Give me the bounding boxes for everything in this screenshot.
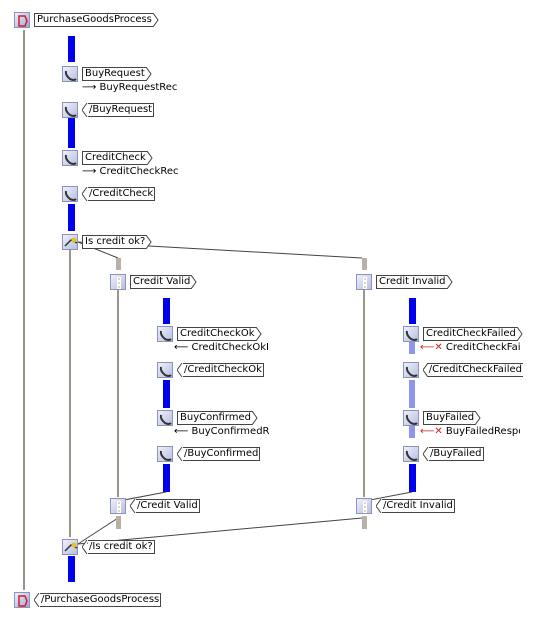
- valid-flow-bar-2: [163, 380, 170, 408]
- phone-icon: [403, 326, 419, 342]
- arrow-right-icon: ⟶: [82, 82, 100, 93]
- failed-arrow-icon: ⟵✕: [420, 426, 446, 437]
- credit-check-ok-message-text: CreditCheckOkI: [191, 342, 269, 353]
- buy-failed-close-label: /BuyFailed: [429, 447, 484, 461]
- decision-icon: [62, 539, 78, 555]
- arrow-left-icon: ⟵: [174, 426, 192, 437]
- branch-icon: [110, 498, 126, 514]
- credit-check-ok-close-label: /CreditCheckOk: [183, 363, 264, 377]
- invalid-return: [369, 491, 413, 501]
- valid-stub-top: [116, 258, 121, 270]
- buy-confirmed-label: BuyConfirmed: [177, 411, 253, 425]
- buy-request-message-text: BuyRequestRec: [99, 82, 178, 93]
- failed-arrow-icon: ⟵✕: [420, 342, 446, 353]
- process-icon: [14, 12, 30, 28]
- invalid-marker-1: [409, 340, 415, 354]
- credit-check-ok-label: CreditCheckOk: [177, 327, 256, 341]
- phone-icon: [403, 410, 419, 426]
- valid-return: [123, 491, 167, 501]
- credit-check-close-label: /CreditCheck: [88, 187, 156, 201]
- buy-failed-label: BuyFailed: [423, 411, 476, 425]
- credit-valid-close-label: /Credit Valid: [136, 499, 200, 513]
- phone-icon: [157, 410, 173, 426]
- buy-request-message: ⟶ BuyRequestRec: [82, 82, 180, 94]
- buy-failed-message: ⟵✕ BuyFailedRespo: [420, 426, 520, 438]
- phone-icon: [157, 326, 173, 342]
- credit-check-ok-message: ⟵ CreditCheckOkI: [174, 342, 274, 354]
- process-end-label: /PurchaseGoodsProcess: [40, 593, 162, 607]
- valid-stub-bottom: [116, 516, 121, 529]
- phone-icon: [403, 362, 419, 378]
- buy-request-close-label: /BuyRequest: [88, 103, 155, 117]
- branch-icon: [356, 498, 372, 514]
- buy-confirmed-close-label: /BuyConfirmed: [183, 447, 261, 461]
- invalid-marker-2: [409, 424, 415, 438]
- credit-invalid-label: Credit Invalid: [376, 275, 447, 289]
- credit-check-message: ⟶ CreditCheckRec: [82, 166, 180, 178]
- flow-bar-3: [68, 204, 75, 231]
- process-icon: [14, 592, 30, 608]
- credit-check-message-text: CreditCheckRec: [99, 166, 179, 177]
- phone-icon: [157, 362, 173, 378]
- invalid-flow-bar-2: [409, 380, 415, 408]
- arrow-left-icon: ⟵: [174, 342, 192, 353]
- phone-icon: [62, 186, 78, 202]
- decision-open-label: Is credit ok?: [82, 235, 147, 249]
- invalid-stub-top: [362, 258, 367, 270]
- flow-bar-4: [68, 556, 75, 582]
- flow-bar-2: [68, 118, 75, 148]
- branch-icon: [356, 274, 372, 290]
- credit-check-failed-message-text: CreditCheckFail: [445, 342, 520, 353]
- invalid-flow-bar-3: [409, 464, 416, 492]
- phone-icon: [62, 102, 78, 118]
- credit-check-label: CreditCheck: [82, 151, 147, 165]
- phone-icon: [403, 446, 419, 462]
- credit-check-failed-close-label: /CreditCheckFailed: [427, 363, 523, 377]
- arrow-right-icon: ⟶: [82, 166, 100, 177]
- credit-valid-label: Credit Valid: [130, 275, 192, 289]
- credit-check-failed-label: CreditCheckFailed: [423, 327, 517, 341]
- buy-request-label: BuyRequest: [82, 67, 146, 81]
- phone-icon: [62, 150, 78, 166]
- valid-flow-bar-1: [163, 298, 170, 324]
- buy-confirmed-message-text: BuyConfirmedR: [191, 426, 270, 437]
- valid-flow-bar-3: [163, 464, 170, 492]
- invalid-stub-bottom: [362, 516, 367, 529]
- process-start-label: PurchaseGoodsProcess: [34, 13, 153, 27]
- credit-invalid-close-label: /Credit Invalid: [382, 499, 455, 513]
- buy-confirmed-message: ⟵ BuyConfirmedR: [174, 426, 274, 438]
- phone-icon: [62, 66, 78, 82]
- diag-from-invalid: [77, 517, 363, 545]
- phone-icon: [157, 446, 173, 462]
- decision-icon: [62, 234, 78, 250]
- invalid-flow-bar-1: [409, 298, 416, 324]
- flow-bar-1: [68, 36, 75, 62]
- diag-from-valid: [77, 517, 119, 545]
- decision-close-label: /Is credit ok?: [88, 540, 155, 554]
- branch-icon: [110, 274, 126, 290]
- credit-check-failed-message: ⟵✕ CreditCheckFail: [420, 342, 520, 354]
- buy-failed-message-text: BuyFailedRespo: [445, 426, 520, 437]
